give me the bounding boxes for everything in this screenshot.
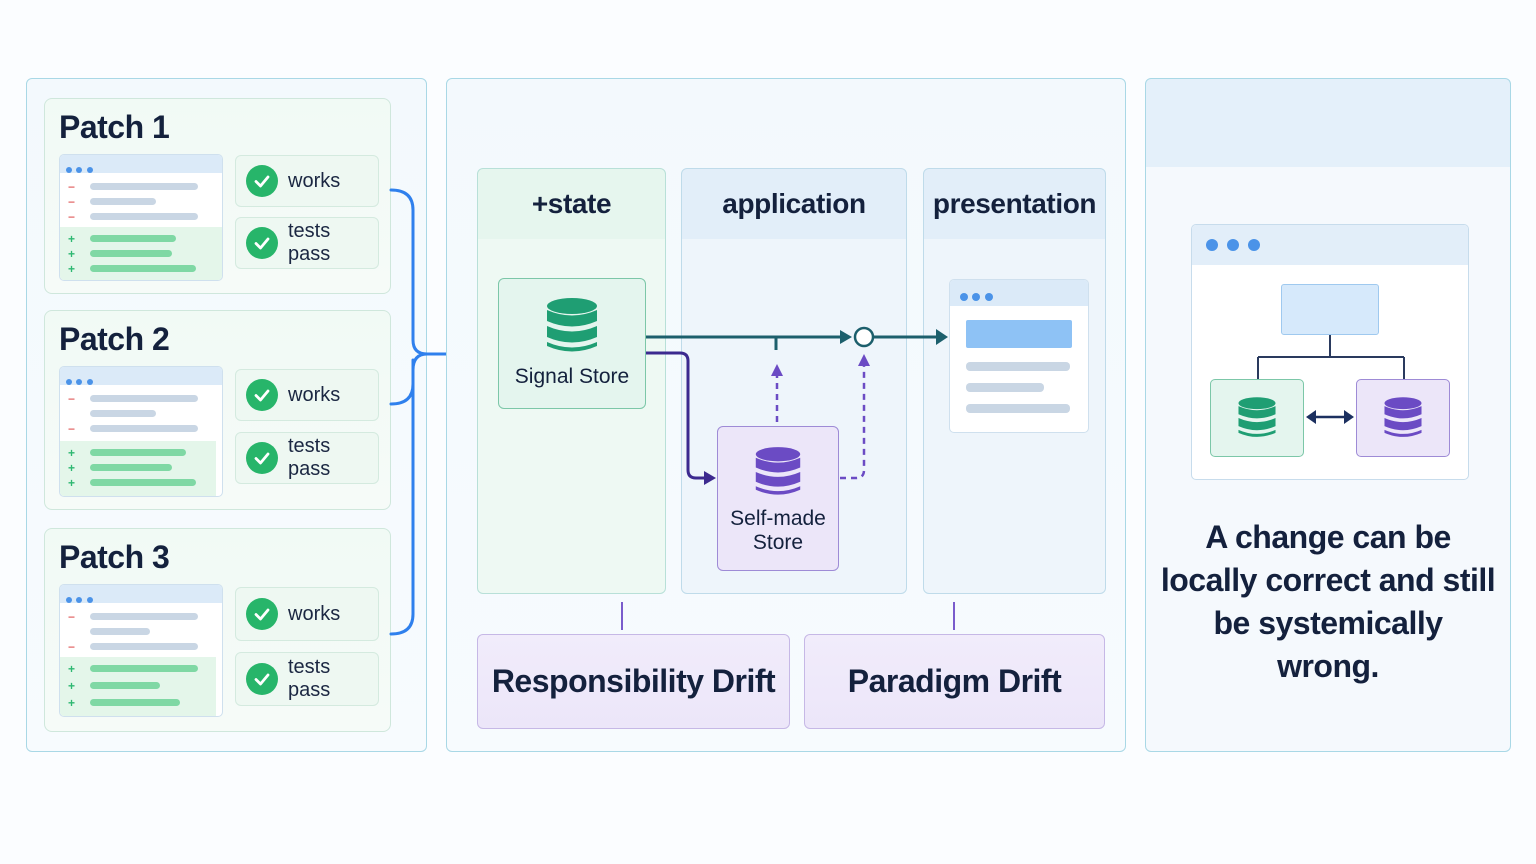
merge-arrow-icon [389,188,477,636]
system-window [1191,224,1469,480]
added-marker: + [68,696,76,710]
arrow-icon [936,329,948,345]
patch-title: Patch 1 [59,109,170,145]
check-icon [246,227,278,259]
window-dots-icon [60,155,222,173]
insight-caption: A change can be locally correct and stil… [1160,519,1496,684]
green-store-node [1210,379,1304,457]
status-works: works [235,155,379,207]
presentation-window [949,279,1089,433]
window-dots-icon [60,367,222,385]
signal-store: Signal Store [498,278,646,409]
removed-marker: − [68,610,76,624]
paradigm-drift: Paradigm Drift [804,634,1105,729]
arrow-icon [704,471,716,485]
status-label: tests pass [288,220,331,265]
status-label: works [288,383,341,406]
code-diff-window: − − − + + + [59,154,223,281]
layer-title: application [722,188,866,219]
self-made-store: Self-made Store [717,426,839,571]
removed-marker: − [68,422,76,436]
removed-marker: − [68,195,76,209]
patch-card-1: Patch 1 − − − + + + works tests pass [44,98,391,294]
arrow-icon [840,330,852,344]
removed-marker: − [68,180,76,194]
removed-marker: − [68,392,76,406]
junction-circle-icon [853,326,875,348]
database-icon [547,298,597,352]
check-icon [246,442,278,474]
status-label: works [288,602,341,625]
added-marker: + [68,662,76,676]
drift-connector [621,602,623,630]
status-tests-pass: tests pass [235,652,379,706]
removed-marker: − [68,210,76,224]
flow-arrows [646,326,948,485]
store-label: Self-made Store [730,507,826,554]
added-marker: + [68,679,76,693]
added-marker: + [68,461,76,475]
patch-title: Patch 2 [59,321,170,357]
status-works: works [235,587,379,641]
check-icon [246,379,278,411]
patch-title: Patch 3 [59,539,170,575]
purple-store-node [1356,379,1450,457]
code-diff-window: − − + + + [59,366,223,497]
arrow-icon [858,354,870,366]
database-icon [1384,397,1422,437]
double-arrow-icon [1306,410,1354,424]
status-tests-pass: tests pass [235,217,379,269]
database-icon [1238,397,1276,437]
removed-marker: − [68,640,76,654]
patch-card-3: Patch 3 − − + + + works tests pass [44,528,391,732]
added-marker: + [68,446,76,460]
window-dots-icon [60,585,222,603]
added-marker: + [68,262,76,276]
status-label: tests pass [288,435,331,480]
status-label: tests pass [288,656,331,701]
status-label: works [288,169,341,192]
check-icon [246,165,278,197]
arrow-icon [771,364,783,376]
patch-card-2: Patch 2 − − + + + works tests pass [44,310,391,510]
drift-connector [953,602,955,630]
responsibility-drift: Responsibility Drift [477,634,790,729]
window-dots-icon [950,280,1088,306]
status-tests-pass: tests pass [235,432,379,484]
added-marker: + [68,476,76,490]
layer-title: presentation [932,188,1097,219]
added-marker: + [68,247,76,261]
check-icon [246,663,278,695]
check-icon [246,598,278,630]
code-diff-window: − − + + + [59,584,223,717]
store-label: Signal Store [514,365,630,388]
status-works: works [235,369,379,421]
added-marker: + [68,232,76,246]
window-dots-icon [1192,225,1468,265]
database-icon [755,447,801,495]
layer-title: +state [531,188,612,219]
